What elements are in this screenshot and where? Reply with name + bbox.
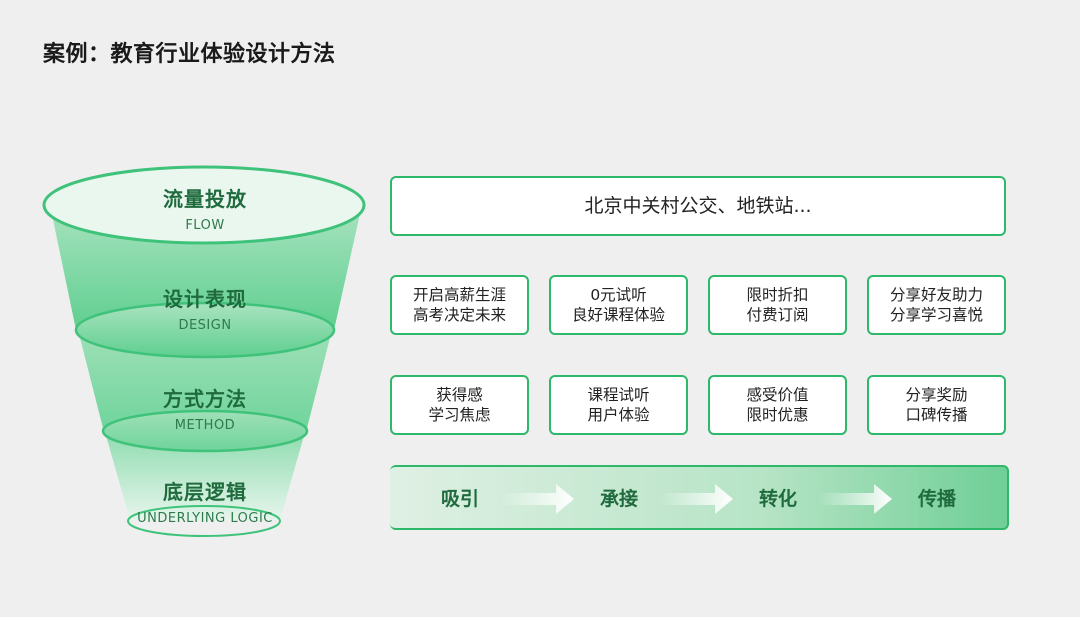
funnel-label-flow: 流量投放 FLOW <box>80 183 330 233</box>
funnel-ring-design <box>74 301 336 359</box>
design-box: 限时折扣 付费订阅 <box>708 275 847 335</box>
funnel-label-design: 设计表现 DESIGN <box>80 283 330 333</box>
design-box-line2: 良好课程体验 <box>571 306 665 324</box>
method-box: 感受价值 限时优惠 <box>708 375 847 435</box>
funnel-ring-logic <box>127 505 281 537</box>
design-box-line1: 0元试听 <box>590 286 647 304</box>
funnel-segment-logic <box>105 432 305 520</box>
design-box-line2: 高考决定未来 <box>412 306 506 324</box>
method-box-line2: 限时优惠 <box>746 406 809 424</box>
funnel-label-logic-cn: 底层逻辑 <box>163 480 247 504</box>
funnel-label-flow-cn: 流量投放 <box>163 187 247 211</box>
page-title: 案例：教育行业体验设计方法 <box>43 42 336 67</box>
funnel-label-logic: 底层逻辑 UNDERLYING LOGIC <box>80 476 330 526</box>
design-box-line2: 付费订阅 <box>746 306 809 324</box>
funnel-label-method-en: METHOD <box>174 418 236 433</box>
method-box-line1: 课程试听 <box>587 386 650 404</box>
method-box: 获得感 学习焦虑 <box>390 375 529 435</box>
method-box-line1: 获得感 <box>436 386 483 404</box>
funnel-label-method-cn: 方式方法 <box>163 387 247 411</box>
funnel-ring-flow <box>42 165 366 245</box>
arrow-right-icon <box>659 484 733 514</box>
funnel-label-design-en: DESIGN <box>178 318 232 333</box>
design-box-line2: 分享学习喜悦 <box>889 306 983 324</box>
flow-location-box: 北京中关村公交、地铁站... <box>390 176 1006 236</box>
flow-location-text: 北京中关村公交、地铁站... <box>584 195 812 217</box>
arrow-right-icon <box>818 484 892 514</box>
funnel-ring-method <box>101 409 309 453</box>
design-box-line1: 限时折扣 <box>746 286 809 304</box>
logic-step: 传播 <box>917 488 956 510</box>
design-box: 0元试听 良好课程体验 <box>549 275 688 335</box>
method-box-line2: 用户体验 <box>587 406 650 424</box>
funnel-graphic <box>42 165 366 537</box>
method-box-line1: 感受价值 <box>746 386 809 404</box>
design-box: 开启高薪生涯 高考决定未来 <box>390 275 529 335</box>
logic-step: 吸引 <box>440 488 479 510</box>
method-box: 课程试听 用户体验 <box>549 375 688 435</box>
method-box-line2: 口碑传播 <box>905 406 968 424</box>
design-box: 分享好友助力 分享学习喜悦 <box>867 275 1006 335</box>
method-box-line2: 学习焦虑 <box>428 406 491 424</box>
method-box: 分享奖励 口碑传播 <box>867 375 1006 435</box>
logic-step: 承接 <box>599 488 638 510</box>
funnel-label-logic-en: UNDERLYING LOGIC <box>137 511 273 526</box>
funnel-label-flow-en: FLOW <box>185 218 225 233</box>
method-box-line1: 分享奖励 <box>905 386 968 404</box>
design-box-line1: 分享好友助力 <box>889 286 983 304</box>
design-box-line1: 开启高薪生涯 <box>412 286 506 304</box>
funnel-label-design-cn: 设计表现 <box>163 287 247 311</box>
funnel-label-method: 方式方法 METHOD <box>80 383 330 433</box>
arrow-right-icon <box>500 484 574 514</box>
funnel-segment-method <box>78 330 332 432</box>
logic-step: 转化 <box>758 488 797 510</box>
